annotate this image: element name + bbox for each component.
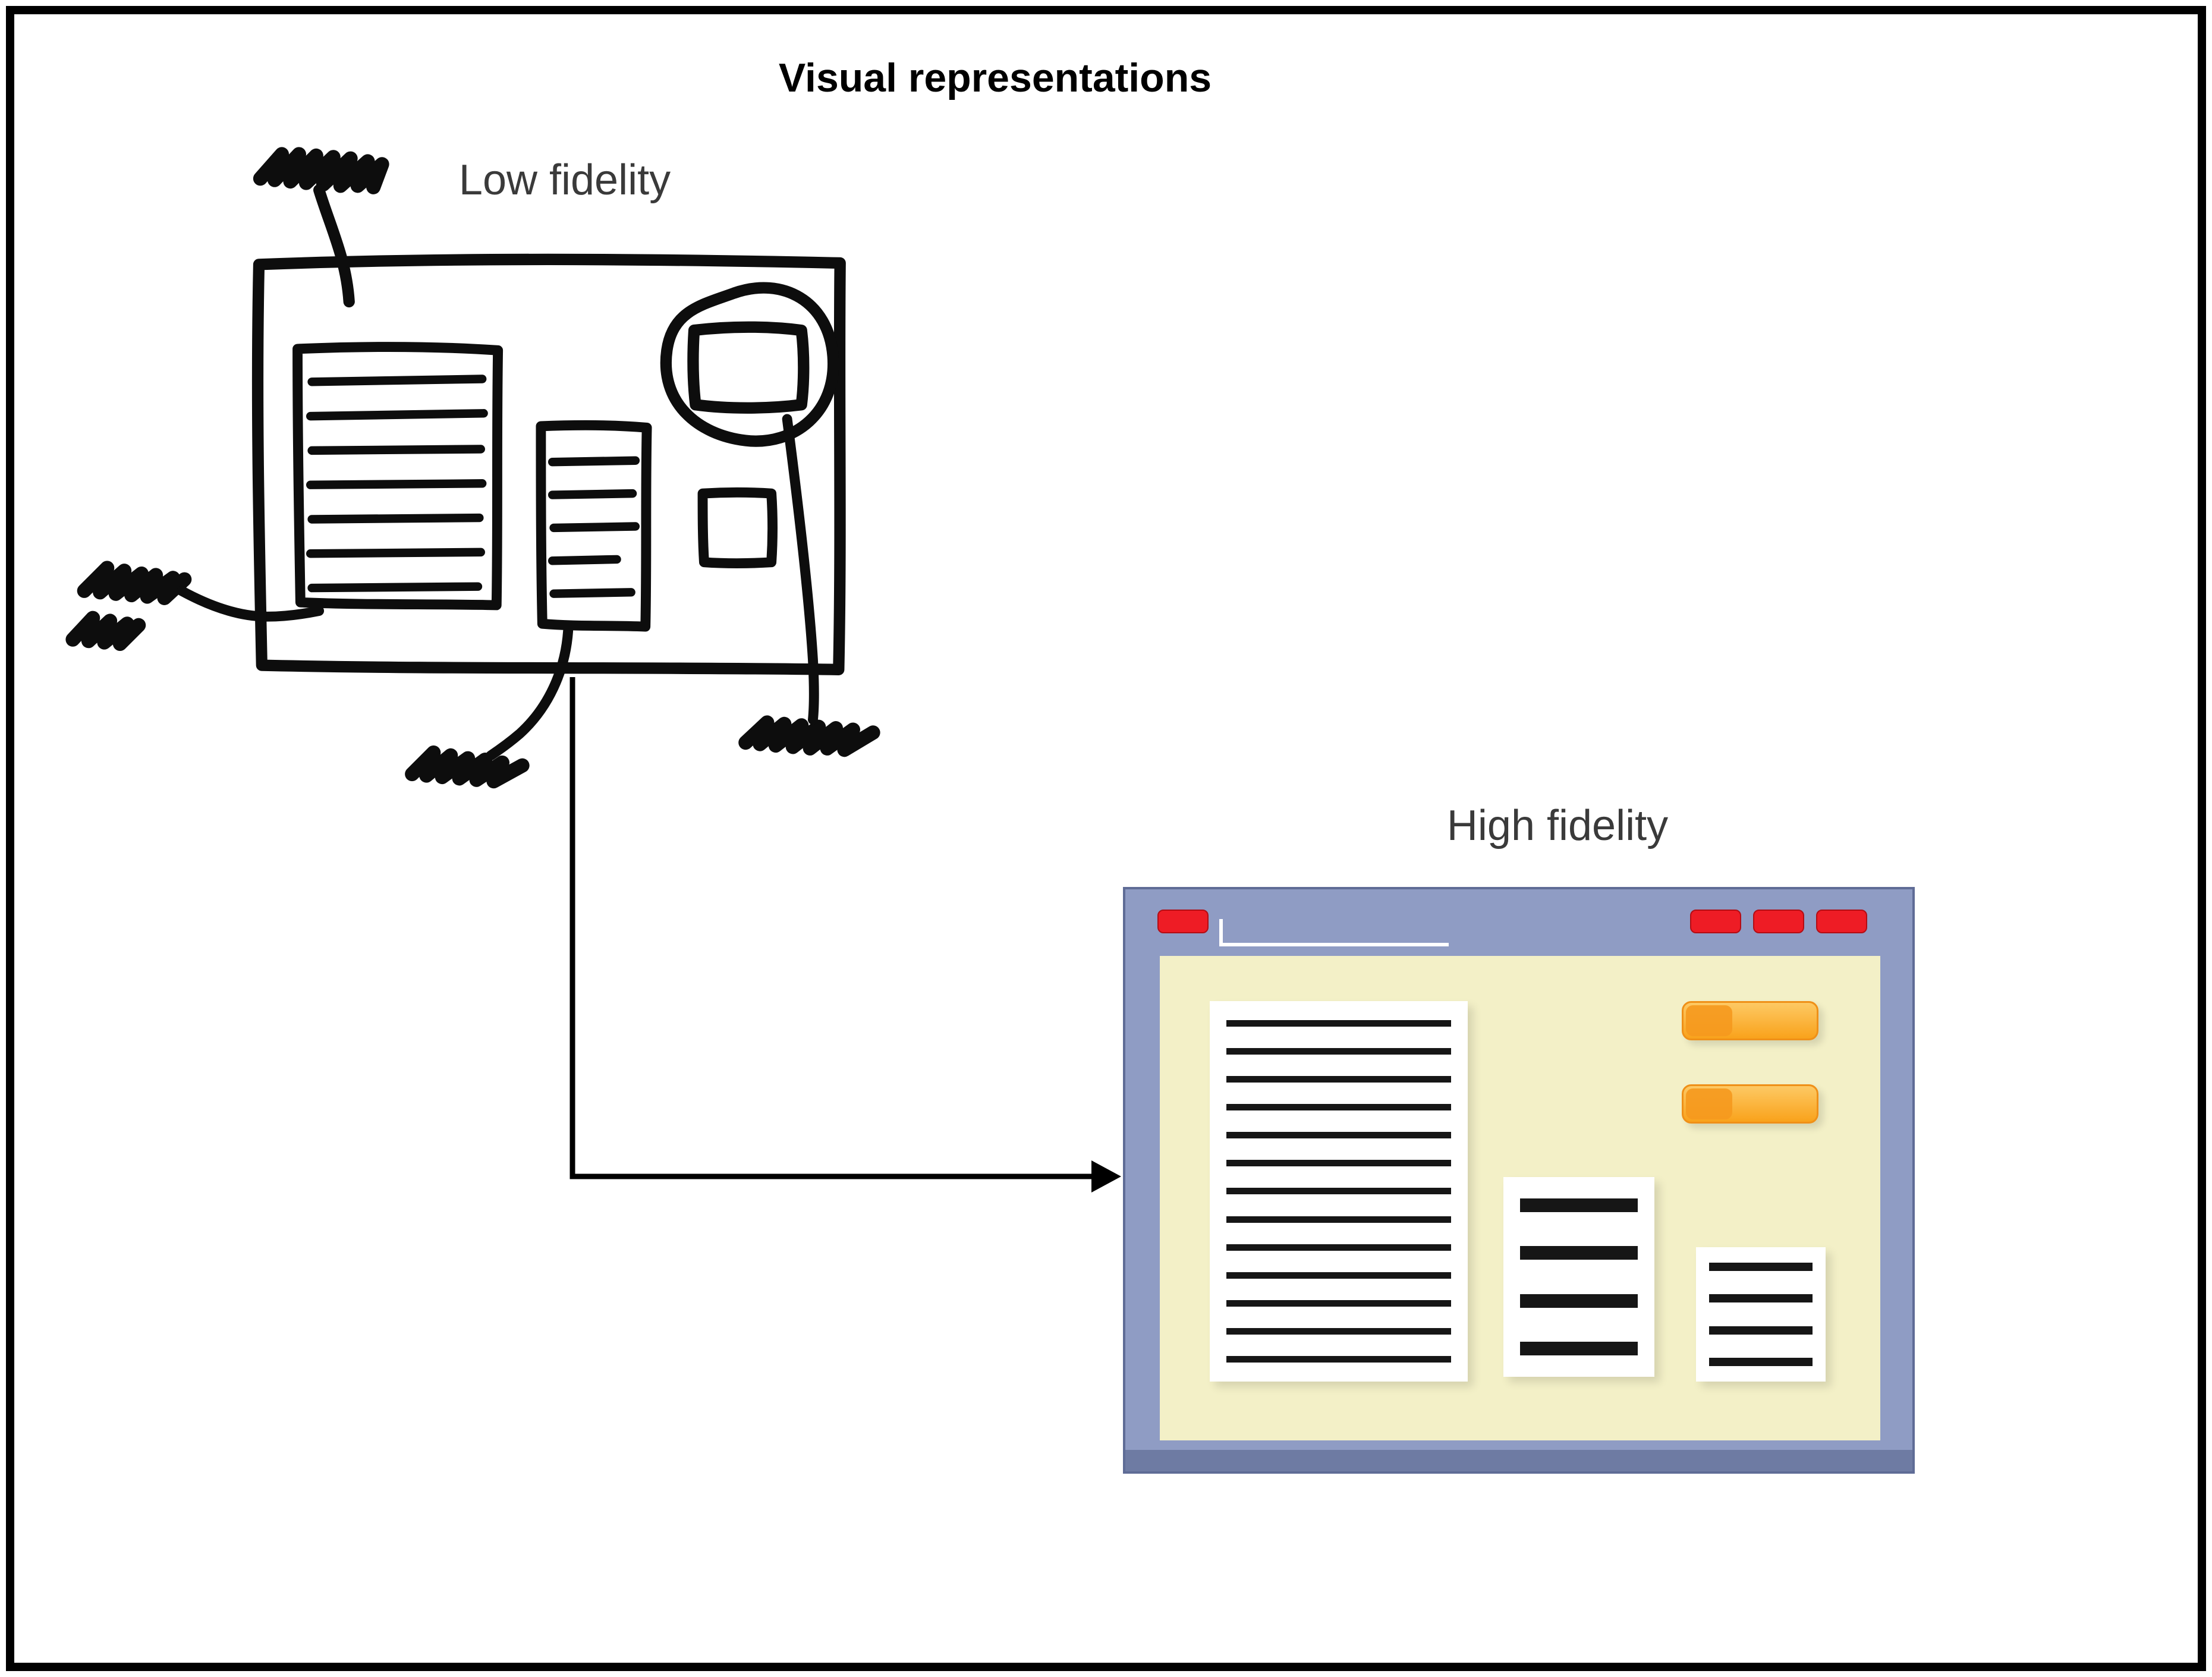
sketch-text-block xyxy=(292,342,504,611)
sketch-text-line xyxy=(307,513,484,524)
window-bottom-edge xyxy=(1125,1450,1912,1471)
text-line xyxy=(1226,1188,1451,1195)
note-line xyxy=(1709,1326,1813,1335)
sketch-connector-bottom-center xyxy=(782,414,819,725)
window-control-red-button xyxy=(1816,910,1867,933)
sketch-list-line xyxy=(548,456,640,467)
text-line xyxy=(1226,1244,1451,1251)
sketch-list-line xyxy=(548,489,637,499)
orange-button xyxy=(1682,1084,1818,1124)
transition-arrow-head xyxy=(1091,1160,1121,1193)
sketch-square xyxy=(697,487,778,568)
text-line xyxy=(1226,1132,1451,1139)
sketch-scribble-top-icon xyxy=(253,147,389,194)
sketch-circle xyxy=(660,282,839,447)
note-line xyxy=(1709,1294,1813,1303)
note-line xyxy=(1709,1357,1813,1366)
document-panel xyxy=(1210,1001,1468,1382)
high-fidelity-label: High fidelity xyxy=(1446,802,1669,849)
sketch-list-line xyxy=(549,522,640,533)
sketch-text-line xyxy=(307,445,485,455)
sketch-list-line xyxy=(548,555,621,565)
sketch-text-line xyxy=(307,375,487,386)
sketch-frame xyxy=(251,253,846,675)
text-line xyxy=(1226,1272,1451,1279)
window-control-red-button xyxy=(1690,910,1741,933)
sketch-scribble-left-upper-icon xyxy=(77,561,192,605)
titlebar-underline xyxy=(1219,943,1449,946)
text-line xyxy=(1226,1300,1451,1307)
sketch-circle-inner-rect xyxy=(687,321,810,414)
orange-button-cap xyxy=(1686,1005,1732,1036)
note-panel xyxy=(1696,1247,1826,1382)
transition-arrow-line xyxy=(569,677,1091,1179)
text-line xyxy=(1226,1020,1451,1027)
sketch-text-line xyxy=(306,548,485,558)
sketch-list-line xyxy=(549,588,635,598)
text-line xyxy=(1226,1327,1451,1335)
low-fidelity-sketch xyxy=(65,147,880,789)
window-control-red-button xyxy=(1157,910,1209,933)
sketch-connector-bottom-left xyxy=(486,625,574,761)
text-line xyxy=(1226,1355,1451,1363)
list-line xyxy=(1520,1294,1638,1308)
text-line xyxy=(1226,1048,1451,1055)
titlebar-underline-tick xyxy=(1219,919,1223,946)
low-fidelity-label: Low fidelity xyxy=(458,156,671,204)
sketch-text-line xyxy=(306,479,487,489)
window-control-red-button xyxy=(1753,910,1804,933)
sketch-list-block xyxy=(536,420,652,632)
sketch-scribble-left-lower-icon xyxy=(65,611,146,652)
orange-button xyxy=(1682,1001,1818,1040)
sketch-text-line xyxy=(307,582,483,593)
sketch-connector-top xyxy=(313,184,355,308)
text-line xyxy=(1226,1160,1451,1167)
transition-arrow xyxy=(569,677,1121,1193)
figure-title: Visual representations xyxy=(778,55,1212,100)
high-fidelity-window xyxy=(1123,887,1915,1474)
sketch-scribble-bottom-left-icon xyxy=(405,745,530,789)
sketch-scribble-bottom-center-icon xyxy=(738,715,880,757)
text-line xyxy=(1226,1216,1451,1223)
list-line xyxy=(1520,1246,1638,1260)
note-line xyxy=(1709,1263,1813,1271)
list-panel xyxy=(1503,1177,1654,1377)
sketch-text-line xyxy=(306,409,488,421)
text-line xyxy=(1226,1076,1451,1083)
window-content-area xyxy=(1160,956,1880,1440)
list-line xyxy=(1520,1198,1638,1212)
list-line xyxy=(1520,1341,1638,1355)
orange-button-cap xyxy=(1686,1088,1732,1119)
text-line xyxy=(1226,1104,1451,1111)
